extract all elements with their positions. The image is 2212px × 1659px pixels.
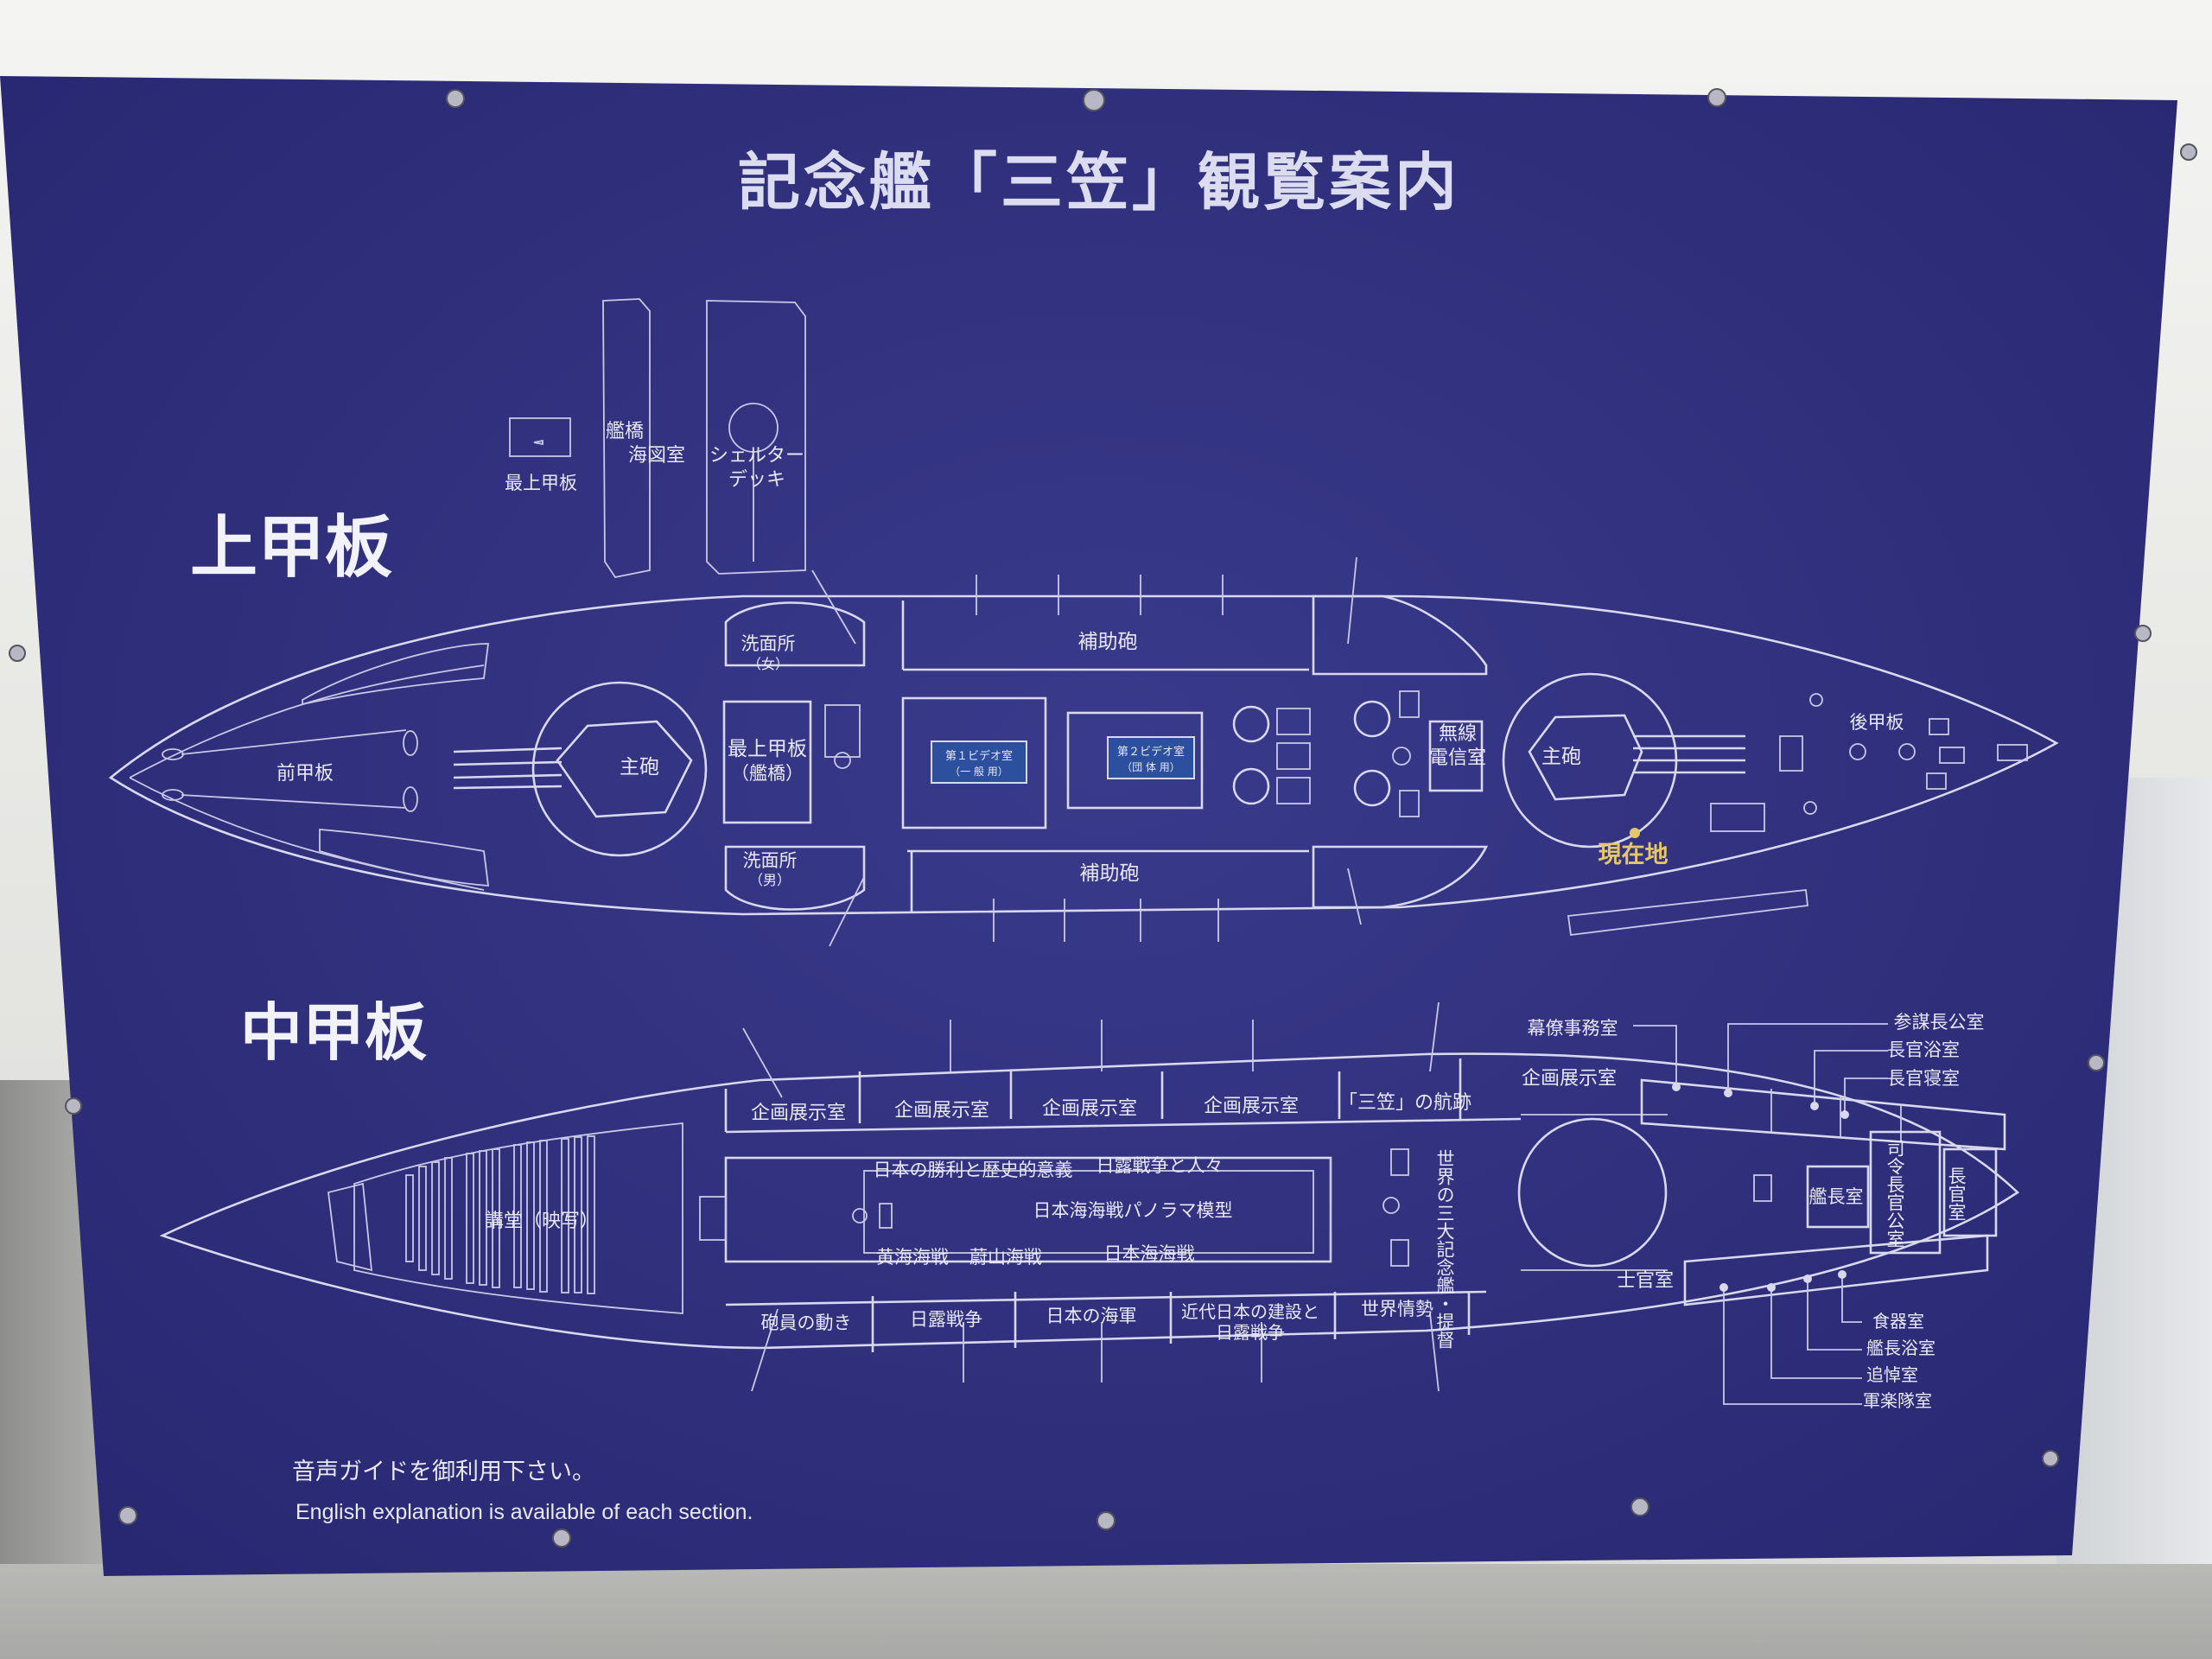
label-video-room-1: 第１ビデオ室: [945, 749, 1013, 763]
middle-deck-heading: 中甲板: [240, 996, 427, 1069]
label-russo-japanese-war: 日露戦争: [910, 1309, 982, 1330]
label-officer-bath: 長官浴室: [1887, 1039, 1960, 1060]
upper-deck-diagram: [108, 298, 2059, 947]
label-officer-room: 長官室: [1946, 1166, 1967, 1221]
label-washroom-men: 洗面所: [743, 850, 798, 871]
label-lecture-hall: 講堂（映写）: [485, 1211, 599, 1232]
label-chart-room: 海図室: [628, 445, 685, 467]
page-title: 記念艦「三笠」観覧案内: [738, 145, 1460, 219]
label-yellow-sea: 黄海海戦: [876, 1247, 949, 1268]
label-washroom-women: 洗面所: [741, 633, 796, 654]
label-aft-deck: 後甲板: [1850, 712, 1904, 733]
label-secondary-gun-top: 補助砲: [1078, 631, 1138, 653]
label-officer-bedroom: 長官寝室: [1887, 1068, 1960, 1089]
label-fore-deck: 前甲板: [276, 763, 334, 785]
label-top-deck: 最上甲板: [505, 473, 577, 493]
label-chief-of-staff-office: 参謀長公室: [1894, 1012, 1985, 1033]
label-video-room-1-sub: （一 般 用）: [950, 765, 1008, 778]
middle-deck-labels: 企画展示室 企画展示室 企画展示室 企画展示室 「三笠」の航跡 企画展示室 幕僚…: [485, 1012, 1985, 1411]
label-wardroom: 士官室: [1617, 1270, 1674, 1292]
label-three-battleships: 世界の三大記念艦・提督: [1434, 1149, 1455, 1349]
label-top-deck-bridge: 最上甲板: [728, 738, 807, 760]
label-exhibit-3: 企画展示室: [1042, 1098, 1137, 1120]
upper-deck-labels: 艦橋 海図室 シェルター デッキ 最上甲板 前甲板 主砲 洗面所 （女） 最上甲…: [276, 421, 1904, 888]
label-you-are-here: 現在地: [1599, 842, 1669, 868]
label-victory-history: 日本の勝利と歴史的意義: [874, 1160, 1073, 1180]
label-japanese-navy: 日本の海軍: [1046, 1306, 1137, 1326]
label-video-room-2: 第２ビデオ室: [1117, 745, 1185, 759]
you-are-here-marker: [1630, 828, 1640, 838]
label-captain-room: 艦長室: [1809, 1186, 1864, 1207]
label-bridge: 艦橋: [606, 421, 644, 442]
label-top-deck-bridge-sub: （艦橋）: [731, 763, 804, 784]
label-memorial-room: 追悼室: [1866, 1364, 1918, 1385]
label-band-room: 軍楽隊室: [1863, 1390, 1932, 1411]
label-washroom-men-sub: （男）: [749, 872, 791, 888]
label-secondary-gun-bottom: 補助砲: [1080, 862, 1140, 885]
label-exhibit-5: 企画展示室: [1522, 1068, 1617, 1090]
label-washroom-women-sub: （女）: [747, 656, 789, 672]
middle-deck-diagram: [159, 1001, 2020, 1405]
label-radio-room-sub: 電信室: [1429, 747, 1486, 769]
label-captain-bath: 艦長浴室: [1866, 1338, 1936, 1358]
label-main-gun-fore: 主砲: [620, 756, 659, 779]
label-gunner-movement: 砲員の動き: [761, 1313, 852, 1333]
guide-board: [0, 76, 2177, 1576]
label-radio-room: 無線: [1439, 723, 1477, 745]
audio-guide-note: 音声ガイドを御利用下さい。: [292, 1459, 595, 1485]
upper-deck-heading: 上甲板: [190, 509, 392, 587]
label-exhibit-1: 企画展示室: [751, 1103, 846, 1124]
label-modern-japan: 近代日本の建設と: [1181, 1301, 1319, 1322]
floor: [0, 1564, 2212, 1659]
label-main-gun-aft: 主砲: [1541, 746, 1581, 768]
label-world-situation: 世界情勢: [1361, 1299, 1433, 1319]
label-staff-office: 幕僚事務室: [1528, 1018, 1618, 1039]
label-mikasa-voyage: 「三笠」の航跡: [1338, 1092, 1471, 1114]
label-exhibit-2: 企画展示室: [894, 1100, 989, 1122]
label-shelter-deck-1: シェルター: [709, 445, 804, 467]
label-panorama-model: 日本海海戦パノラマ模型: [1033, 1200, 1233, 1221]
label-dining-room: 食器室: [1872, 1311, 1924, 1332]
label-ulsan: 蔚山海戦: [969, 1247, 1042, 1268]
english-note: English explanation is available of each…: [296, 1500, 753, 1524]
screws: [9, 88, 2197, 1548]
label-modern-japan-sub: 日露戦争: [1216, 1322, 1285, 1343]
label-tsushima: 日本海海戦: [1104, 1243, 1195, 1264]
label-video-room-2-sub: （団 体 用）: [1122, 761, 1180, 773]
label-shelter-deck-2: デッキ: [728, 469, 785, 491]
label-commander-office: 司令長官公室: [1885, 1139, 1905, 1248]
label-war-and-people: 日露戦争と人々: [1096, 1155, 1224, 1176]
label-exhibit-4: 企画展示室: [1204, 1096, 1299, 1117]
